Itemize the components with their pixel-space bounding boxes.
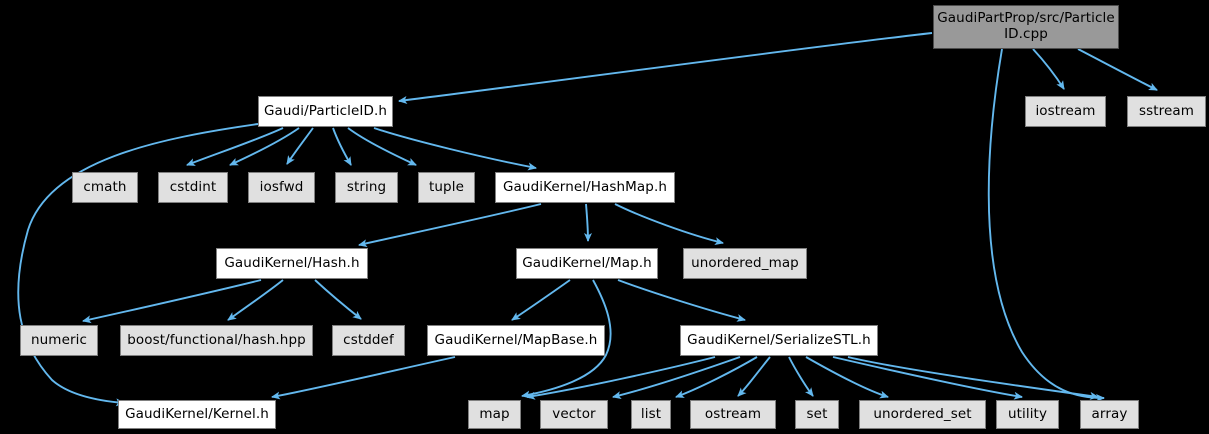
graph-edge-particleid_cpp__iostream: [1032, 48, 1065, 90]
graph-edge-particleid_h__tuple: [347, 127, 417, 166]
graph-node-ostream[interactable]: ostream: [690, 400, 776, 429]
graph-node-label: utility: [1007, 405, 1048, 422]
graph-node-boost_hash_hpp[interactable]: boost/functional/hash.hpp: [120, 325, 313, 356]
graph-edge-map_h__serializestl_h: [617, 279, 746, 322]
graph-node-label: Gaudi/ParticleID.h: [263, 102, 388, 119]
graph-node-label: tuple: [429, 178, 464, 195]
graph-node-mapbase_h[interactable]: GaudiKernel/MapBase.h: [427, 325, 605, 356]
graph-edge-serializestl_h__vector: [612, 356, 741, 399]
graph-edge-hashmap_h__hash_h: [358, 203, 542, 248]
graph-node-unordered_set[interactable]: unordered_set: [859, 400, 986, 429]
graph-edge-particleid_cpp__particleid_h: [398, 32, 933, 104]
graph-node-label: set: [806, 405, 828, 422]
graph-node-map_h[interactable]: GaudiKernel/Map.h: [516, 248, 658, 279]
graph-edge-mapbase_h__kernel_h: [271, 356, 456, 400]
graph-node-iosfwd[interactable]: iosfwd: [248, 172, 315, 203]
graph-node-label: ostream: [704, 405, 762, 422]
graph-edge-hashmap_h__map_h: [583, 203, 592, 242]
graph-node-label: GaudiKernel/Map.h: [522, 254, 652, 271]
graph-node-label: GaudiKernel/Hash.h: [224, 254, 360, 271]
graph-edge-hash_h__boost_hash_hpp: [227, 279, 284, 321]
graph-node-label: unordered_map: [691, 254, 799, 271]
graph-node-label: list: [640, 405, 662, 422]
graph-node-particleid_cpp[interactable]: GaudiPartProp/src/Particle ID.cpp: [933, 5, 1119, 49]
graph-node-vector[interactable]: vector: [540, 400, 608, 429]
graph-node-label: cmath: [83, 178, 127, 195]
graph-edge-serializestl_h__list: [675, 356, 758, 398]
graph-node-serializestl_h[interactable]: GaudiKernel/SerializeSTL.h: [680, 325, 878, 356]
graph-edge-serializestl_h__unordered_set: [805, 356, 889, 399]
graph-node-hashmap_h[interactable]: GaudiKernel/HashMap.h: [495, 172, 675, 203]
graph-node-map[interactable]: map: [468, 400, 521, 429]
graph-edge-map_h__mapbase_h: [511, 279, 571, 321]
graph-edge-serializestl_h__ostream: [737, 356, 771, 397]
graph-node-label: iosfwd: [259, 178, 304, 195]
graph-node-label: cstddef: [343, 331, 394, 348]
graph-node-label: cstdint: [169, 178, 217, 195]
graph-edge-hashmap_h__unordered_map: [614, 203, 724, 246]
graph-node-label: GaudiKernel/SerializeSTL.h: [687, 331, 871, 348]
graph-node-tuple[interactable]: tuple: [418, 172, 475, 203]
graph-node-string[interactable]: string: [335, 172, 398, 203]
graph-node-numeric[interactable]: numeric: [20, 325, 98, 356]
graph-node-list[interactable]: list: [631, 400, 671, 429]
graph-edge-serializestl_h__map: [526, 356, 716, 400]
graph-node-cmath[interactable]: cmath: [72, 172, 138, 203]
graph-node-label: string: [346, 178, 387, 195]
graph-edge-particleid_h__string: [332, 127, 352, 166]
graph-edge-particleid_h__hashmap_h: [373, 127, 537, 171]
graph-node-particleid_h[interactable]: Gaudi/ParticleID.h: [258, 96, 393, 127]
graph-node-sstream[interactable]: sstream: [1127, 96, 1206, 127]
graph-node-unordered_map[interactable]: unordered_map: [683, 248, 807, 279]
graph-node-label: array: [1091, 405, 1128, 422]
graph-node-label: sstream: [1138, 102, 1195, 119]
graph-node-label: boost/functional/hash.hpp: [127, 331, 306, 348]
graph-node-iostream[interactable]: iostream: [1025, 96, 1106, 127]
graph-node-cstdint[interactable]: cstdint: [158, 172, 228, 203]
graph-node-utility[interactable]: utility: [996, 400, 1059, 429]
graph-node-label: GaudiKernel/HashMap.h: [502, 178, 668, 195]
graph-edge-particleid_h__cstdint: [229, 127, 300, 166]
graph-edge-particleid_h__cmath: [186, 127, 284, 166]
graph-node-label: GaudiKernel/Kernel.h: [125, 405, 269, 422]
graph-node-label: GaudiKernel/MapBase.h: [434, 331, 598, 348]
graph-node-label: iostream: [1035, 102, 1096, 119]
graph-node-kernel_h[interactable]: GaudiKernel/Kernel.h: [118, 400, 276, 429]
graph-edge-particleid_h__iosfwd: [286, 127, 314, 165]
graph-node-label: GaudiPartProp/src/Particle ID.cpp: [937, 10, 1115, 42]
graph-node-cstddef[interactable]: cstddef: [332, 325, 405, 356]
graph-node-set[interactable]: set: [795, 400, 839, 429]
graph-node-hash_h[interactable]: GaudiKernel/Hash.h: [216, 248, 368, 279]
graph-node-label: unordered_set: [873, 405, 972, 422]
graph-node-label: numeric: [31, 331, 87, 348]
graph-node-array[interactable]: array: [1080, 400, 1139, 429]
graph-edge-hash_h__cstddef: [314, 279, 362, 320]
graph-edge-serializestl_h__set: [788, 356, 814, 397]
graph-edge-particleid_cpp__sstream: [1077, 48, 1158, 91]
graph-node-label: map: [479, 405, 510, 422]
graph-node-label: vector: [552, 405, 596, 422]
graph-edge-serializestl_h__array: [847, 356, 1099, 400]
graph-edge-hash_h__numeric: [82, 279, 262, 324]
graph-edge-serializestl_h__utility: [832, 356, 1023, 400]
